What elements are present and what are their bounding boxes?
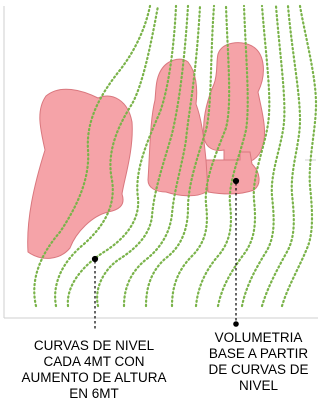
volume-left — [27, 88, 133, 259]
contour-line — [280, 4, 318, 308]
leader-lines — [91, 177, 240, 330]
contour-line — [144, 4, 216, 308]
caption-line: BASE A PARTIR — [208, 346, 309, 361]
volume-bridge — [205, 151, 260, 195]
contour-line — [33, 4, 152, 308]
contour-lines — [33, 4, 318, 308]
caption-line: CURVAS DE NIVEL — [33, 338, 155, 353]
caption-line: CADA 4MT CON — [43, 354, 145, 369]
contour-line — [66, 4, 178, 308]
leader-dot-contours — [91, 255, 99, 263]
caption-line: EN 6MT — [69, 386, 119, 401]
contour-lines-caption: CURVAS DE NIVEL CADA 4MT CON AUMENTO DE … — [0, 338, 188, 402]
contour-line — [170, 4, 231, 308]
volumetry-masses — [27, 42, 265, 259]
volume-right — [203, 42, 265, 163]
contour-line — [194, 4, 249, 308]
contour-line — [54, 4, 160, 308]
caption-line: AUMENTO DE ALTURA — [21, 370, 167, 385]
caption-line: DE CURVAS DE — [208, 362, 309, 377]
contour-line — [122, 4, 202, 308]
caption-line: VOLUMETRIA — [214, 330, 303, 345]
leader-end-volumetry — [233, 321, 239, 327]
contour-line — [96, 4, 190, 308]
volumetry-caption: VOLUMETRIA BASE A PARTIR DE CURVAS DE NI… — [196, 330, 321, 394]
contour-line — [216, 4, 271, 308]
leader-dot-volumetry — [232, 177, 240, 185]
contour-line — [260, 4, 302, 308]
caption-line: NIVEL — [238, 378, 279, 393]
contour-line — [240, 4, 286, 308]
